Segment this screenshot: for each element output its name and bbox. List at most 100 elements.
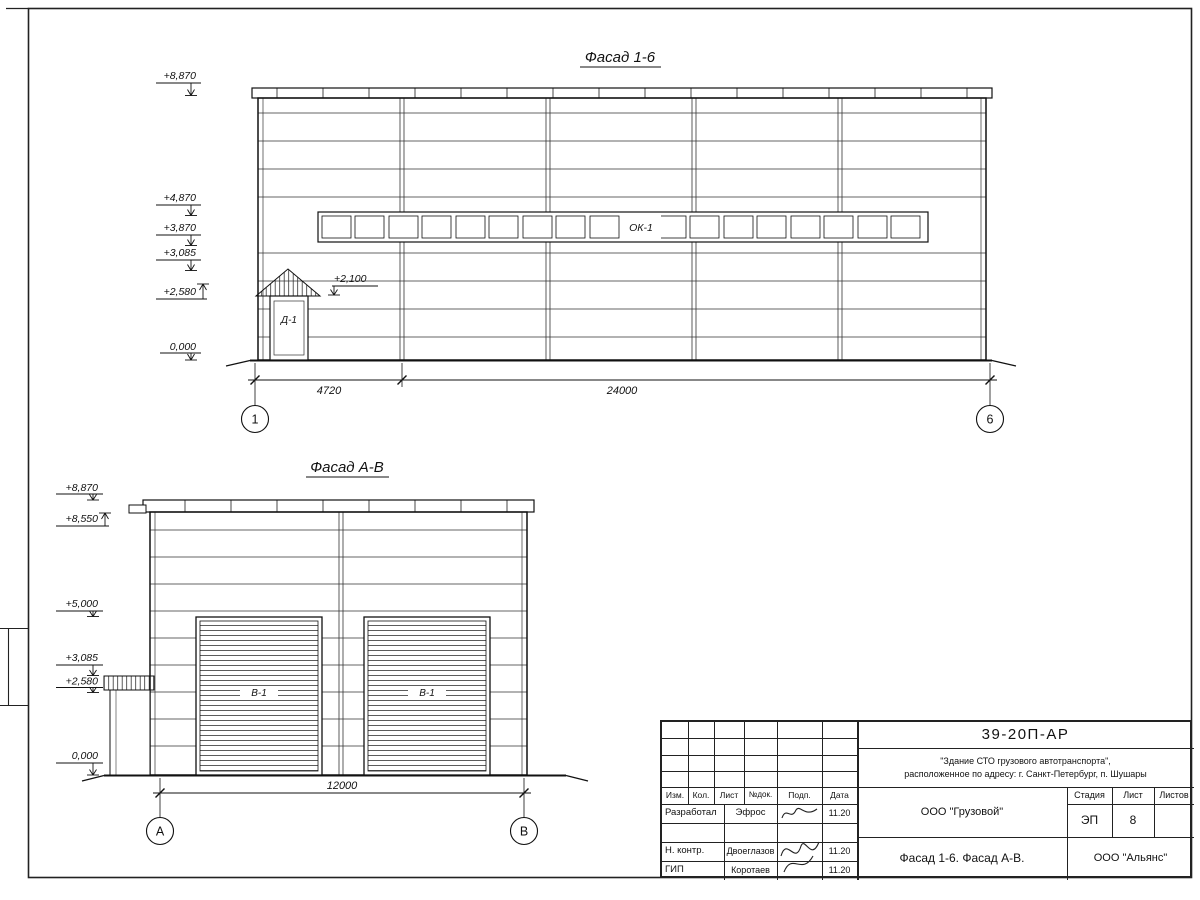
svg-text:+2,100: +2,100 [334,273,367,285]
tb-row3-date: 11.20 [828,845,851,856]
axis-1-label: 1 [252,413,259,427]
tb-gridline [777,722,778,880]
tb-row1-role: Разработал [665,807,717,819]
tb-row3-name: Двоеглазов [726,845,775,856]
tb-gridline [1112,787,1113,837]
door-label: Д-1 [280,315,297,326]
elevation-marks-2: +8,870 +8,550 +5,000 +3,085 [56,482,111,776]
elevation-mark-3085: +3,085 [156,247,201,271]
signatures [780,808,820,873]
facade-a-v-title: Фасад А-В [310,459,384,476]
dimension-lines-2: 12000 [153,778,531,800]
tb-gridline [1067,804,1194,805]
sheet-frame [0,7,1193,879]
facade-1-6-title: Фасад 1-6 [585,49,656,66]
dim-4720: 4720 [317,385,342,397]
dim-12000: 12000 [327,780,358,792]
roof-pipe [128,504,147,514]
svg-text:+3,085: +3,085 [66,652,99,664]
tb-stage-header: Стадия [1074,789,1105,800]
ground-line [225,359,1017,367]
gate-2-label: В-1 [419,688,435,699]
facade-1-6-drawing: Фасад 1-6 [156,49,1017,434]
entrance-door: Д-1 [254,268,322,361]
tb-col-list: Лист [719,789,739,800]
elevation-mark-8550: +8,550 [56,512,111,527]
tb-gridline [662,861,857,862]
signature-row4 [783,855,814,873]
annex-canopy [103,675,155,691]
tb-project-line1: "Здание СТО грузового автотранспорта", [940,755,1111,766]
tb-gridline [662,738,857,739]
tb-col-ndok: №док. [748,790,773,800]
tb-list-header: Лист [1123,789,1143,800]
tb-gridline [857,748,1194,749]
tb-gridline [857,722,859,880]
tb-project-line2: расположенное по адресу: г. Санкт-Петерб… [904,768,1147,779]
parapet-cap [251,87,993,99]
signature-row1 [781,808,818,819]
facade-a-v-drawing: Фасад А-В В-1 [56,459,589,846]
axis-b-label: В [520,825,528,839]
dimension-lines: 4720 24000 [248,363,997,397]
tb-sheet-title: Фасад 1-6. Фасад А-В. [899,850,1025,865]
svg-text:+8,870: +8,870 [66,482,99,494]
elevation-mark-8870: +8,870 [156,70,201,96]
axis-a-label: А [156,825,165,839]
elevation-mark-4870: +4,870 [156,192,201,216]
svg-text:+3,870: +3,870 [164,222,197,234]
tb-gridline [662,804,857,805]
tb-gridline [1067,787,1068,880]
tb-row1-name: Эфрос [735,807,766,819]
tb-gridline [714,722,715,804]
svg-text:0,000: 0,000 [170,341,196,353]
tb-project-desc: "Здание СТО грузового автотранспорта", р… [857,748,1194,787]
wall-panel-lines [258,98,986,360]
tb-gridline [822,722,823,880]
signature-row3 [780,841,820,857]
tb-row4-name: Коротаев [731,864,770,875]
elevation-mark-2580-b: +2,580 [56,676,103,693]
svg-text:+8,550: +8,550 [66,513,99,525]
tb-gridline [662,771,857,772]
column-lines-2 [338,512,344,775]
tb-stage-value: ЭП [1080,812,1099,827]
tb-row3-role: Н. контр. [665,845,705,857]
tb-gridline [662,842,857,843]
elevation-mark-0000-b: 0,000 [56,750,103,776]
parapet-cap-2 [128,499,535,514]
tb-col-izm: Изм. [665,789,685,800]
svg-text:0,000: 0,000 [72,750,98,762]
roller-gate-1: В-1 [195,616,323,776]
svg-text:+5,000: +5,000 [66,598,99,610]
tb-gridline [662,755,857,756]
axis-6-label: 6 [987,413,994,427]
tb-list-value: 8 [1129,812,1137,827]
dim-24000: 24000 [606,385,638,397]
elevation-mark-8870-b: +8,870 [56,482,103,501]
elevation-mark-2580: +2,580 [156,283,209,300]
tb-doc-number: 39-20П-АР [981,725,1070,743]
tb-col-data: Дата [830,789,849,800]
elevation-mark-5000: +5,000 [56,598,103,617]
tb-company: ООО "Грузовой" [920,805,1004,818]
tb-listov-header: Листов [1159,789,1189,800]
elevation-mark-0000: 0,000 [160,341,201,361]
tb-row4-role: ГИП [665,864,684,876]
tb-gridline [1154,787,1155,837]
tb-gridline [744,722,745,804]
elevation-mark-2100: +2,100 [328,273,378,296]
tb-gridline [857,837,1194,838]
tb-org: ООО "Альянс" [1093,852,1168,865]
roller-gate-2: В-1 [363,616,491,776]
window-label: ОК-1 [629,222,653,234]
axis-markers-2: А В [145,800,539,846]
elevation-mark-3085-b: +3,085 [56,652,103,676]
elevation-mark-3870: +3,870 [156,222,201,246]
svg-text:+2,580: +2,580 [66,676,99,688]
ground-line-2 [81,774,589,782]
tb-row4-date: 11.20 [828,864,851,875]
gate-1-label: В-1 [251,688,267,699]
